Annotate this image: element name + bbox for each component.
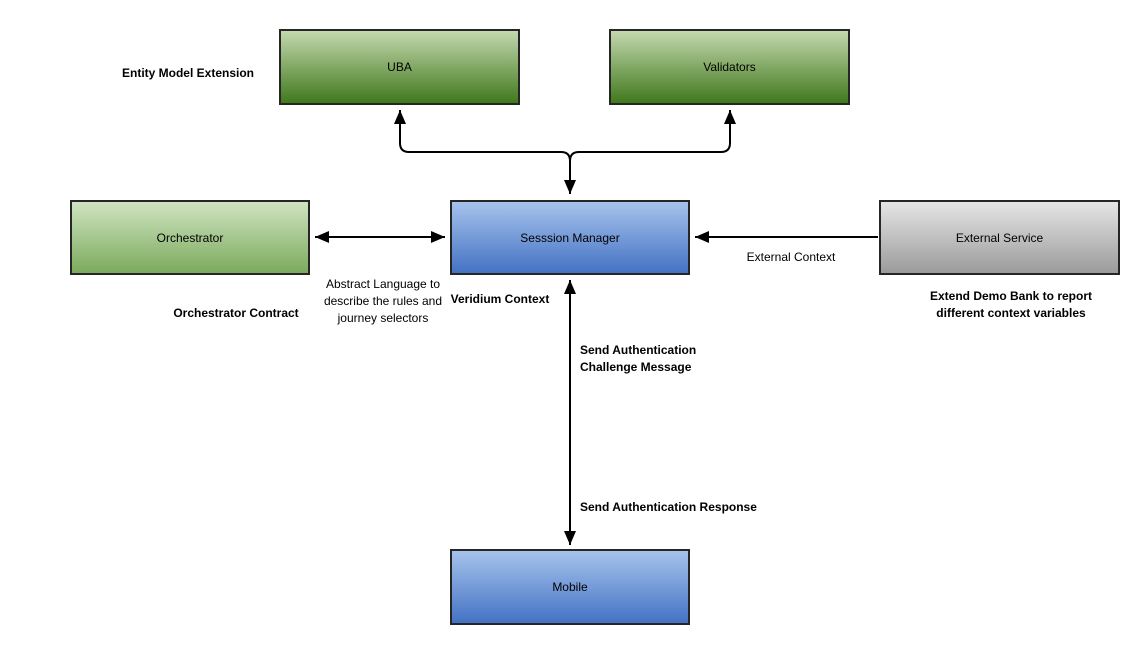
node-session-manager: Sesssion Manager xyxy=(450,200,690,275)
node-external-service: External Service xyxy=(879,200,1120,275)
node-orchestrator: Orchestrator xyxy=(70,200,310,275)
node-external-service-label: External Service xyxy=(955,230,1044,245)
caption-external-context: External Context xyxy=(746,250,836,264)
node-uba-label: UBA xyxy=(387,60,412,74)
node-orchestrator-label: Orchestrator xyxy=(156,230,224,245)
caption-entity-model-extension: Entity Model Extension xyxy=(121,66,254,80)
caption-abstract-language: Abstract Language to describe the rules … xyxy=(323,277,443,325)
caption-orchestrator-contract: Orchestrator Contract xyxy=(173,306,299,320)
node-session-manager-label: Sesssion Manager xyxy=(520,230,620,245)
caption-veridium-context: Veridium Context xyxy=(450,292,550,306)
node-mobile-label: Mobile xyxy=(552,580,588,594)
arrow-session-manager-validators xyxy=(569,110,736,168)
node-validators: Validators xyxy=(609,29,850,105)
node-validators-label: Validators xyxy=(703,60,756,74)
caption-send-auth-challenge: Send Authentication Challenge Message xyxy=(580,343,697,374)
arrow-session-manager-uba xyxy=(394,110,576,194)
caption-send-auth-response: Send Authentication Response xyxy=(580,500,757,514)
node-uba: UBA xyxy=(279,29,520,105)
node-mobile: Mobile xyxy=(450,549,690,625)
caption-extend-demo-bank: Extend Demo Bank to report different con… xyxy=(929,289,1093,320)
